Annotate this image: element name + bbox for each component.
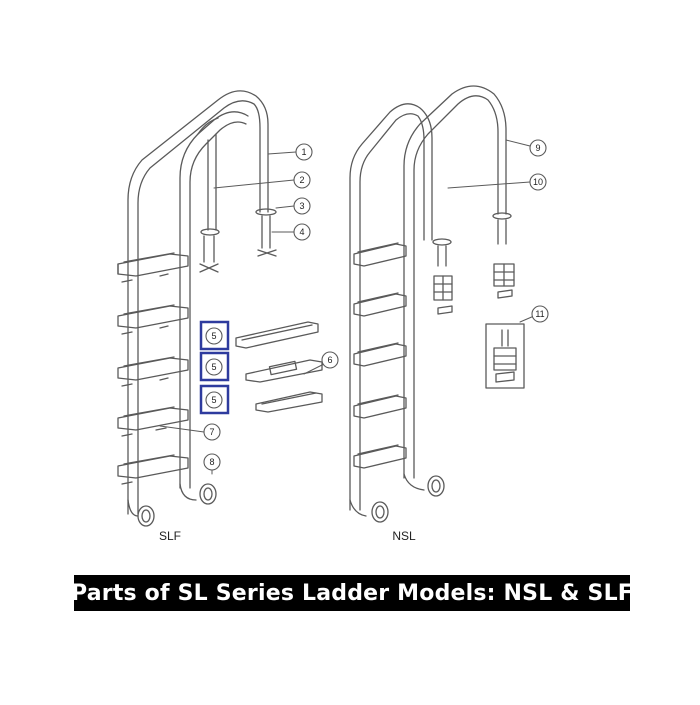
callout-9: 9 — [535, 143, 540, 153]
slf-steps — [117, 252, 189, 485]
nsl-anchors — [432, 212, 515, 315]
callout-6: 6 — [327, 355, 332, 365]
callout-numbers: 1 2 3 4 5 5 5 6 7 8 9 10 11 — [209, 143, 544, 467]
callout-5-b: 5 — [211, 362, 216, 372]
callout-4: 4 — [299, 227, 304, 237]
caption-bar: Parts of SL Series Ladder Models: NSL & … — [70, 575, 634, 611]
part-5-highlights — [199, 320, 230, 415]
callout-11: 11 — [535, 309, 544, 319]
leader-lines — [159, 139, 535, 475]
callout-5-a: 5 — [211, 331, 216, 341]
callouts — [203, 139, 549, 471]
model-label-slf: SLF — [159, 529, 181, 543]
callout-7: 7 — [209, 427, 214, 437]
callout-2: 2 — [299, 175, 304, 185]
slf-anchors — [199, 208, 277, 273]
callout-3: 3 — [299, 201, 304, 211]
nsl-ladder — [349, 85, 525, 523]
callout-1: 1 — [301, 147, 306, 157]
callout-5-c: 5 — [211, 395, 216, 405]
slf-ladder — [117, 90, 277, 527]
callout-8: 8 — [209, 457, 214, 467]
callout-10: 10 — [533, 177, 543, 187]
nsl-steps — [353, 242, 407, 469]
part-5-highlight-box — [199, 351, 230, 382]
part-11-detail — [485, 323, 525, 389]
part-5-highlight-box — [199, 384, 230, 415]
model-label-nsl: NSL — [392, 529, 416, 543]
caption-text: Parts of SL Series Ladder Models: NSL & … — [70, 580, 634, 606]
exploded-steps — [235, 321, 323, 413]
part-5-highlight-box — [199, 320, 230, 351]
